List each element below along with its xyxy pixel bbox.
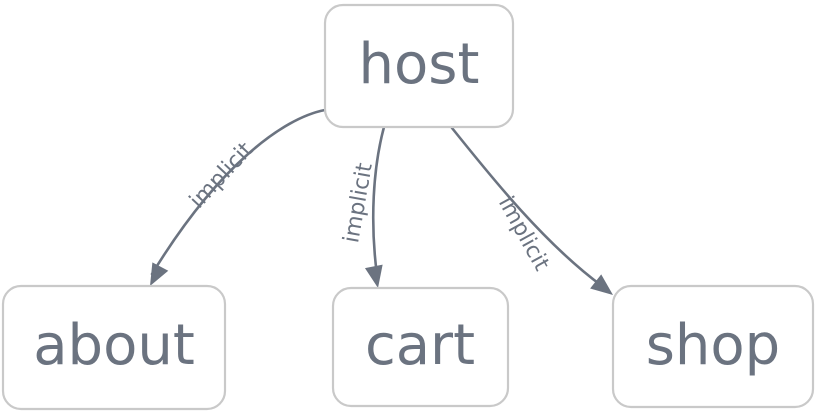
edge-host-about[interactable]: implicit <box>142 108 327 290</box>
edge-host-cart-arrowhead <box>364 264 383 288</box>
edge-host-about-path <box>150 108 327 276</box>
edge-host-cart[interactable]: implicit <box>339 125 387 290</box>
node-cart-box[interactable] <box>331 286 510 408</box>
node-host-box[interactable] <box>323 3 515 129</box>
node-shop[interactable]: shop <box>611 284 815 409</box>
edge-host-shop-path <box>450 126 604 288</box>
node-cart-label: cart <box>365 313 475 378</box>
edge-host-shop-arrowhead <box>590 274 613 295</box>
node-layer: host about cart shop <box>1 3 815 411</box>
edge-label-host-about: implicit <box>185 137 258 213</box>
node-shop-label: shop <box>646 313 780 378</box>
edge-layer: implicit implicit implicit <box>142 108 619 302</box>
node-host-label: host <box>359 32 480 97</box>
node-about[interactable]: about <box>1 284 227 411</box>
edge-host-cart-path <box>371 125 386 277</box>
edge-label-host-cart: implicit <box>339 161 378 245</box>
node-about-label: about <box>33 313 195 378</box>
edge-host-shop[interactable]: implicit <box>450 126 619 302</box>
node-cart[interactable]: cart <box>331 286 510 408</box>
node-host[interactable]: host <box>323 3 515 129</box>
node-shop-box[interactable] <box>611 284 815 409</box>
edge-host-about-arrowhead <box>150 262 169 286</box>
node-about-box[interactable] <box>1 284 227 411</box>
